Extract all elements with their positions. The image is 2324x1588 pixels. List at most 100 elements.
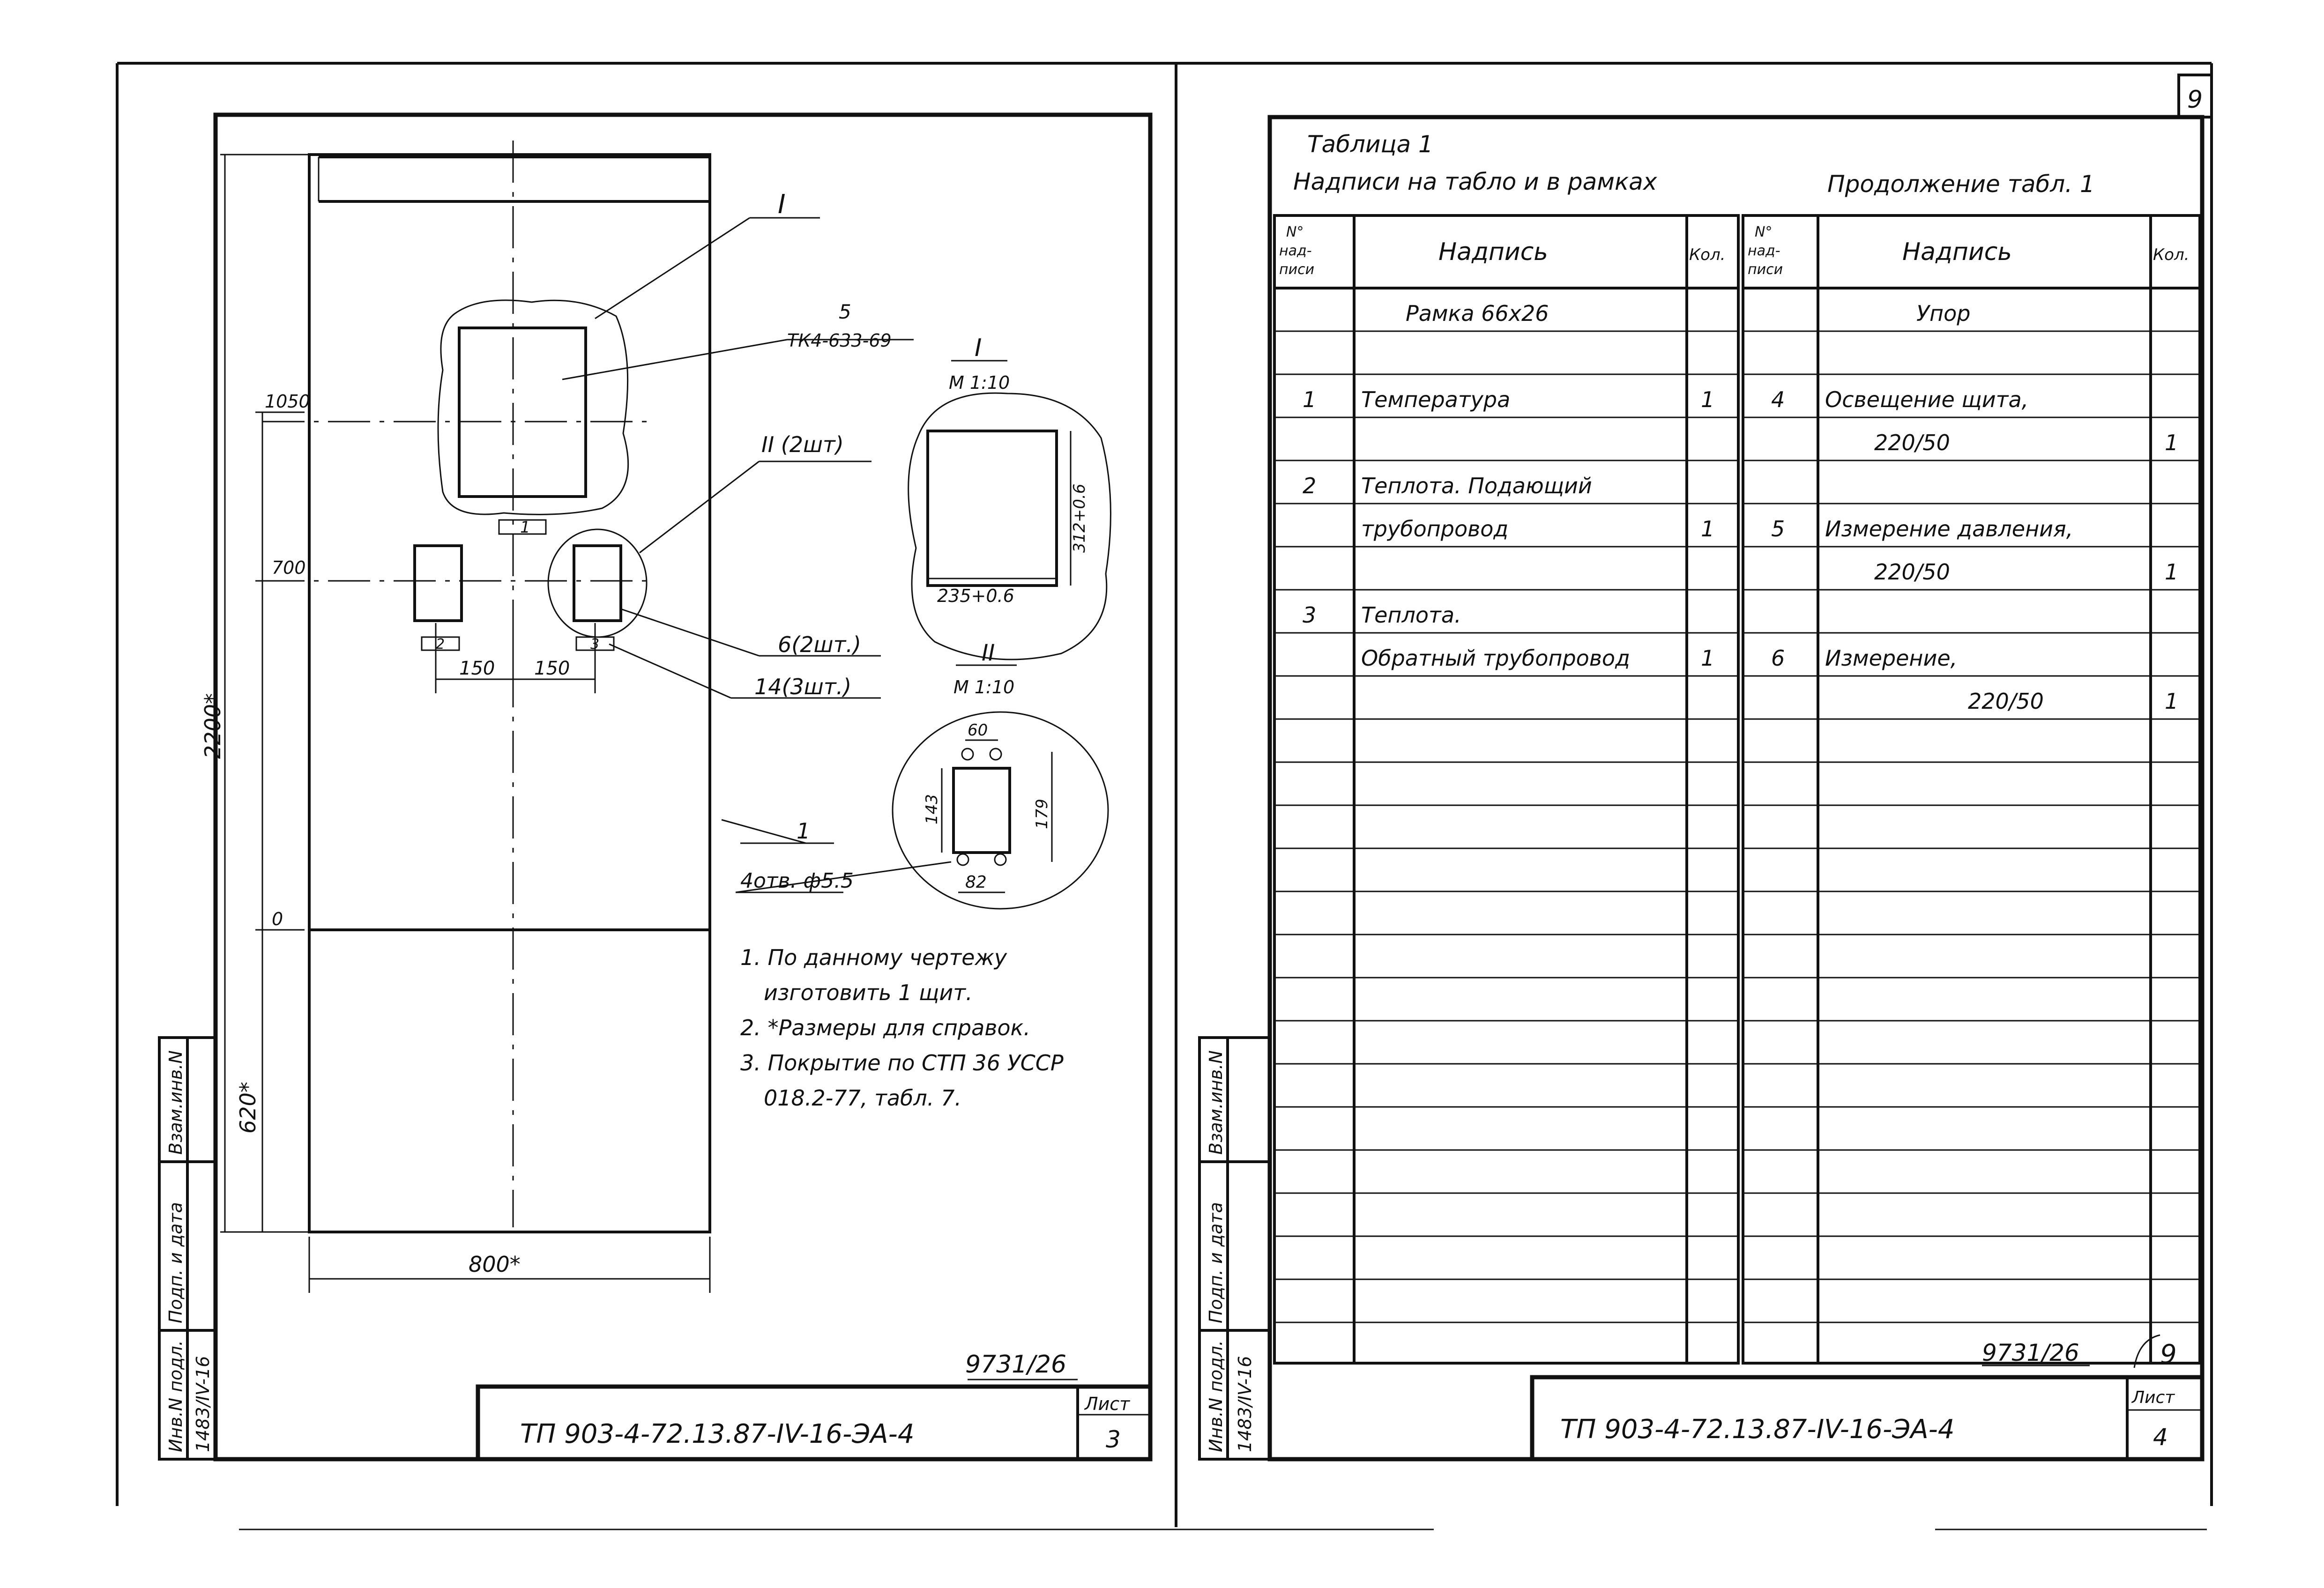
table-right-row-text: Упор [1916, 301, 1970, 326]
header-no-right-3: писи [1748, 261, 1783, 278]
table-left-row-no: 3 [1303, 602, 1316, 628]
frame-label-2: 2 [436, 636, 445, 653]
table-left-row-text: Температура [1361, 387, 1510, 412]
right-circled-no: 9 [2160, 1339, 2177, 1370]
note-line-2: изготовить 1 щит. [764, 980, 973, 1005]
dim-2200: 2200* [200, 693, 225, 759]
detail-II-82: 82 [965, 873, 987, 892]
table-right: N° над- писи Надпись Кол. [1742, 214, 2201, 1365]
header-no-right-2: над- [1748, 243, 1780, 259]
dim-620: 620* [235, 1082, 261, 1134]
detail-I: I М 1:10 312+0.6 235+0.6 [908, 334, 1111, 660]
header-no-left-2: над- [1279, 243, 1312, 259]
dim-0: 0 [272, 909, 283, 929]
header-no-right-1: N° [1755, 224, 1772, 240]
table-right-row-no: 4 [1771, 387, 1785, 412]
table-left-row-text: трубопровод [1361, 516, 1508, 542]
table-left-row-no: 1 [1303, 387, 1316, 412]
header-qty-left: Кол. [1689, 245, 1725, 264]
table-right-row-qty: 1 [2165, 430, 2178, 455]
table-continuation: Продолжение табл. 1 [1827, 171, 2095, 198]
r-margin-label-inv: Инв.N подл. [1206, 1340, 1226, 1452]
table-rows: Рамка 66x26 1 Температура 1 2 Теплота. Подающ… [1303, 301, 2178, 714]
margin-label-repl: Взам.инв.N [165, 1050, 186, 1155]
panel-front-view: 1 3 2 [262, 141, 711, 1233]
table-right-row-text: 220/50 [1874, 559, 1950, 585]
callout-5: 5 [839, 300, 851, 323]
r-margin-label-repl: Взам.инв.N [1206, 1050, 1226, 1155]
table-right-row-no: 5 [1771, 516, 1785, 542]
detail-II: II М 1:10 60 143 179 82 [892, 640, 1109, 910]
table-left-row-text: Теплота. Подающий [1361, 473, 1592, 498]
detail-II-60: 60 [968, 721, 988, 740]
table-left-row-qty: 1 [1701, 646, 1714, 671]
table-row-lines [1274, 330, 2200, 1323]
table-right-row-text: 220/50 [1968, 689, 2044, 714]
table-right-row-text: Освещение щита, [1825, 387, 2028, 412]
holes-note: 4отв. ф5.5 [740, 869, 854, 893]
table-right-row-text: Измерение, [1825, 646, 1957, 671]
right-sheet: 9 Инв.N подл. Подп. и дата Взам.инв.N 14… [1198, 63, 2213, 1506]
detail-I-title: I [975, 334, 982, 362]
table-right-row-text: 220/50 [1874, 430, 1950, 455]
detail-II-143: 143 [923, 794, 941, 824]
right-margin-stamp: Инв.N подл. Подп. и дата Взам.инв.N 1483… [1198, 1036, 1271, 1461]
dim-800: 800* [469, 1252, 521, 1277]
r-margin-inv-number: 1483/IV-16 [1235, 1356, 1255, 1452]
detail-I-scale: М 1:10 [949, 372, 1010, 393]
table-title: Таблица 1 [1307, 131, 1433, 158]
dimensions: 1050 700 0 2200* 620* 150 150 800* [200, 154, 711, 1293]
table-left-row-text: Обратный трубопровод [1361, 646, 1630, 671]
note-line-1: 1. По данному чертежу [740, 945, 1007, 970]
table-left-row-text: Рамка 66x26 [1406, 301, 1549, 326]
callout-6: 6(2шт.) [778, 632, 861, 657]
left-sheet-label: Лист [1084, 1394, 1131, 1414]
dim-150a: 150 [459, 658, 495, 679]
header-no-left-3: писи [1279, 261, 1314, 278]
header-text-left: Надпись [1438, 238, 1548, 266]
table-left-row-text: Теплота. [1361, 602, 1461, 628]
table-left-row-qty: 1 [1701, 516, 1714, 542]
r-margin-label-sign: Подп. и дата [1206, 1202, 1226, 1323]
callout-I: I [778, 189, 786, 220]
callout-1: 1 [797, 818, 810, 844]
left-title: ТП 903-4-72.13.87-IV-16-ЭА-4 [520, 1419, 915, 1449]
notes: 1. По данному чертежу изготовить 1 щит. … [740, 945, 1064, 1111]
detail-I-height: 312+0.6 [1070, 484, 1089, 553]
note-line-4: 3. Покрытие по СТП 36 УССР [740, 1050, 1064, 1076]
margin-label-sign: Подп. и дата [165, 1202, 186, 1323]
left-title-block: 9731/26 Лист 3 ТП 903-4-72.13.87-IV-16-Э… [476, 1351, 1153, 1462]
right-doc-code: 9731/26 [1982, 1339, 2079, 1366]
table-left-row-no: 2 [1303, 473, 1316, 498]
frame-label-1: 1 [520, 518, 530, 537]
margin-label-inv: Инв.N подл. [165, 1340, 186, 1452]
table-left-row-qty: 1 [1701, 387, 1714, 412]
sheet-number: 9 [2187, 86, 2203, 114]
right-sheet-no: 4 [2153, 1424, 2168, 1451]
header-no-left-1: N° [1286, 224, 1304, 240]
left-sheet-no: 3 [1106, 1426, 1121, 1453]
table-right-row-text: Измерение давления, [1825, 516, 2073, 542]
note-line-5: 018.2-77, табл. 7. [764, 1085, 961, 1111]
callout-5-ref: ТК4-633-69 [787, 330, 892, 351]
callout-14: 14(3шт.) [754, 674, 851, 699]
left-doc-code: 9731/26 [965, 1351, 1066, 1379]
callouts: I 5 ТК4-633-69 II (2шт) 6(2шт.) 14(3шт.)… [562, 189, 952, 893]
right-title-block: 9731/26 9 Лист 4 ТП 903-4-72.13.87-IV-16… [1530, 1334, 2205, 1462]
left-margin-stamp: Инв.N подл. Подп. и дата Взам.инв.N 1483… [158, 1036, 217, 1461]
table-right-row-qty: 1 [2165, 689, 2178, 714]
right-title: ТП 903-4-72.13.87-IV-16-ЭА-4 [1560, 1414, 1955, 1445]
left-sheet: Инв.N подл. Подп. и дата Взам.инв.N 1483… [116, 62, 2212, 1530]
dim-1050: 1050 [265, 391, 310, 412]
table-right-row-qty: 1 [2165, 559, 2178, 585]
detail-II-title: II [982, 640, 995, 666]
detail-II-scale: М 1:10 [953, 677, 1014, 698]
header-qty-right: Кол. [2153, 245, 2189, 264]
table-left: N° над- писи Надпись Кол. [1273, 214, 1740, 1365]
detail-I-width: 235+0.6 [937, 586, 1014, 606]
header-text-right: Надпись [1902, 238, 2012, 266]
right-sheet-label: Лист [2131, 1388, 2175, 1407]
dim-150b: 150 [534, 658, 570, 679]
note-line-3: 2. *Размеры для справок. [740, 1015, 1030, 1040]
